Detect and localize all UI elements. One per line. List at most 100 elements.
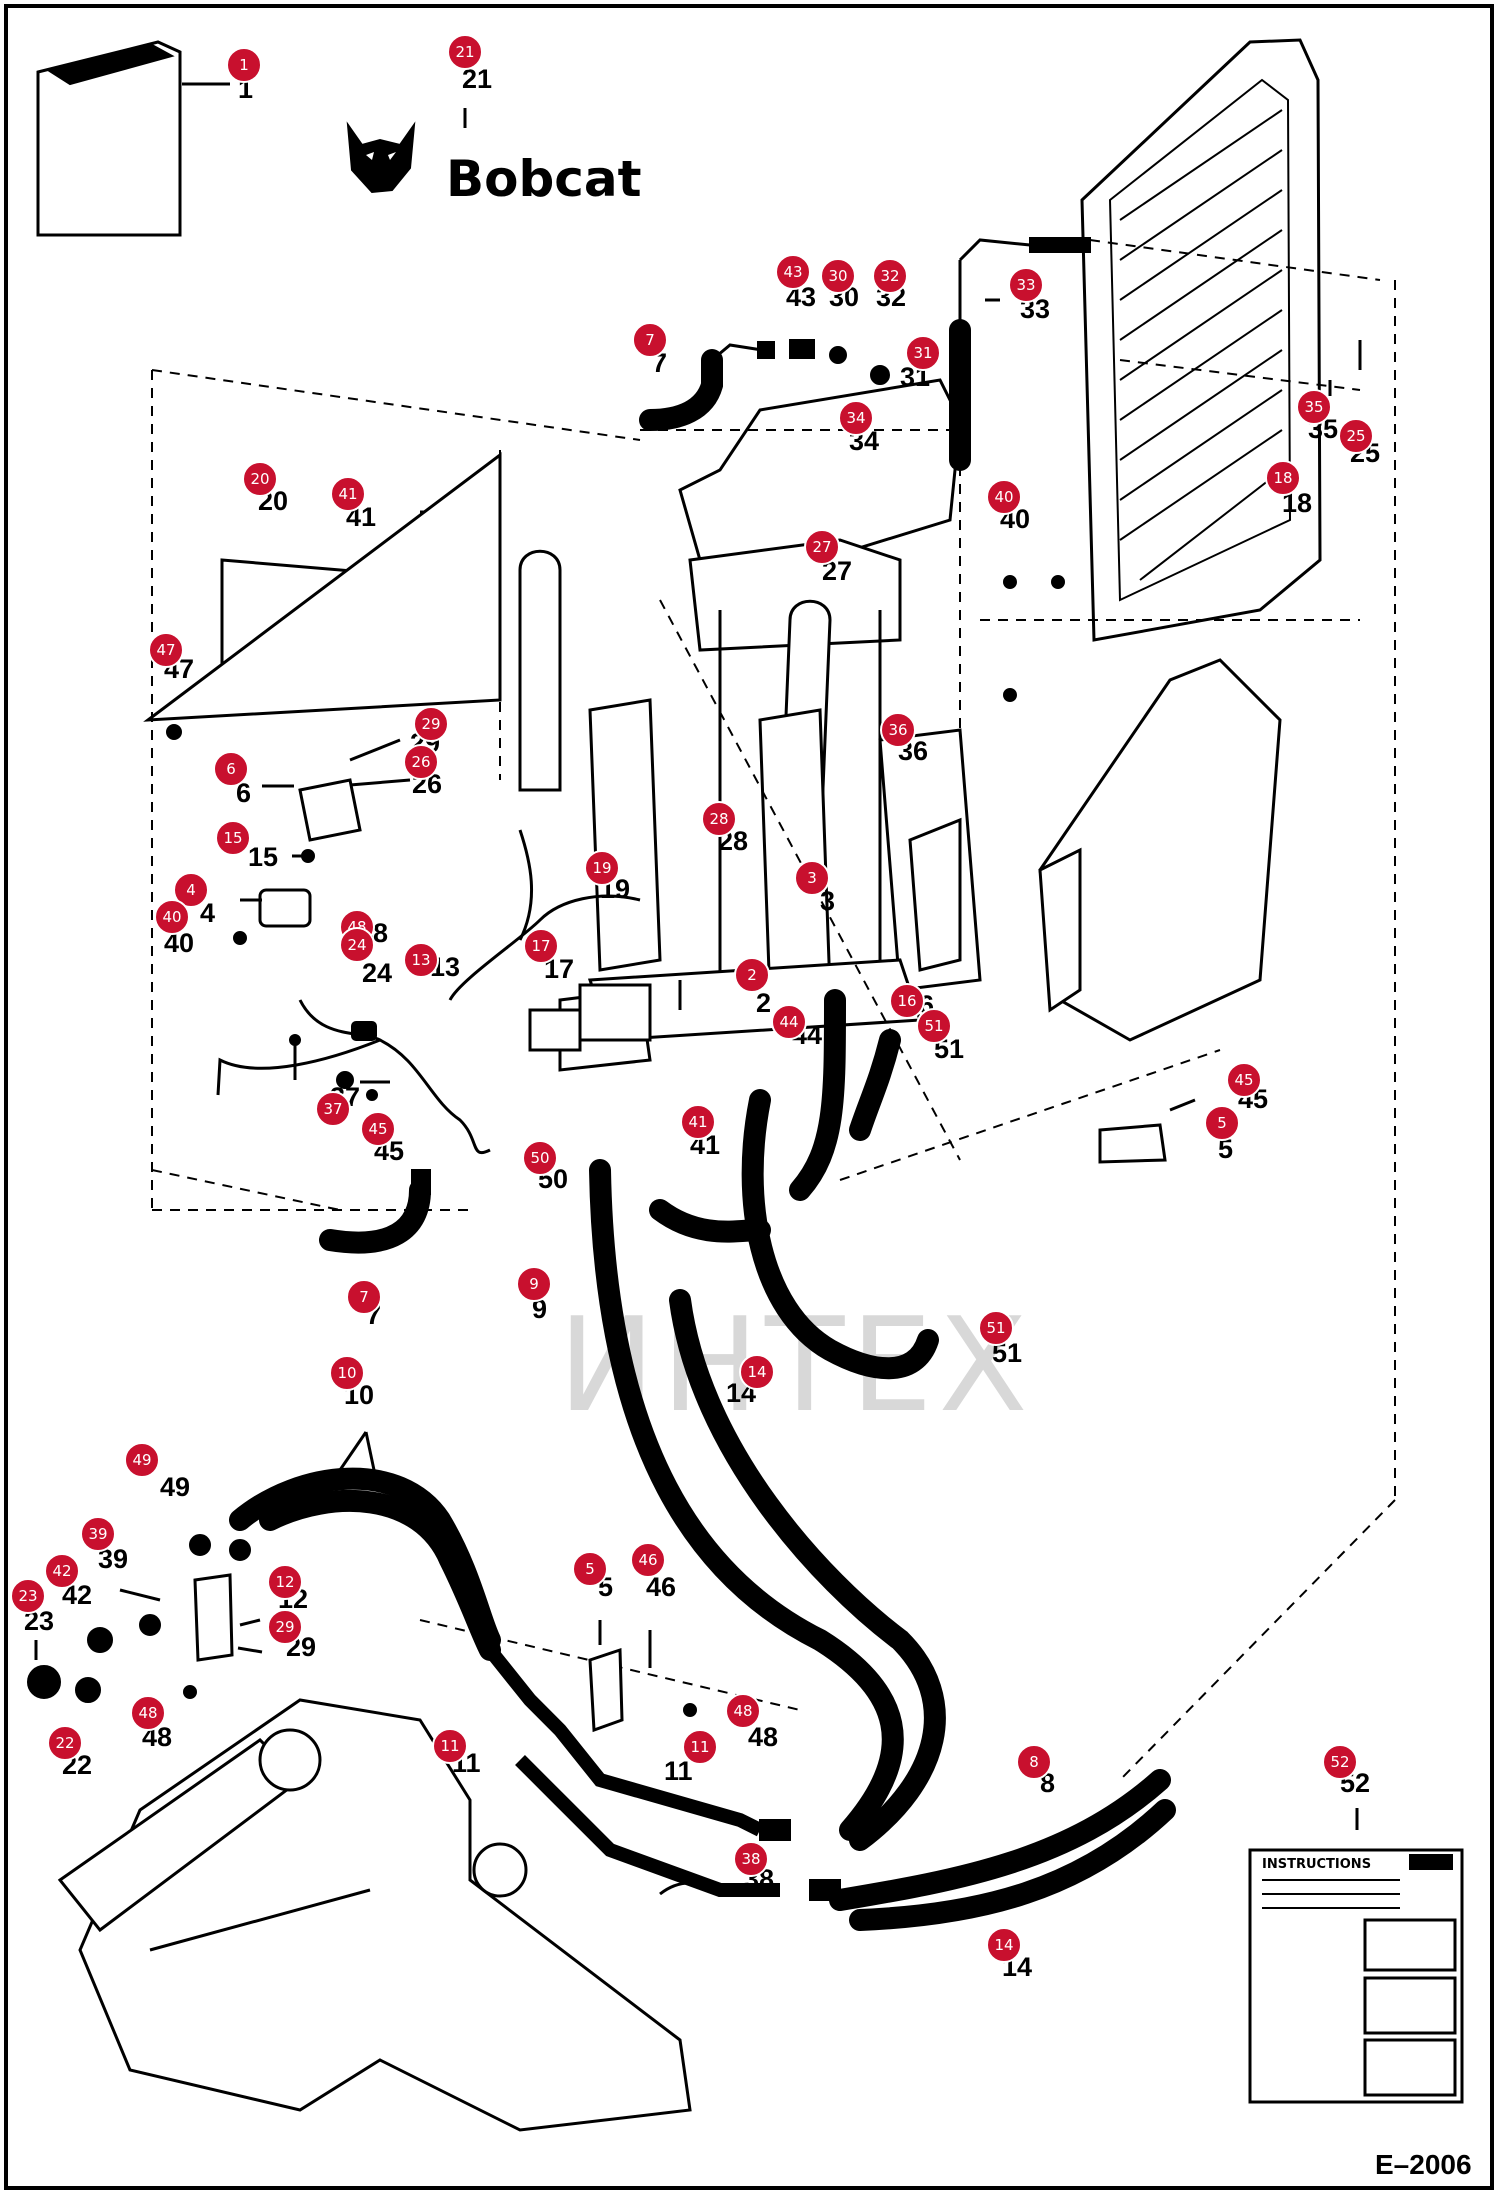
fittings-37-45 — [336, 1071, 390, 1101]
marker-dot — [680, 1104, 716, 1140]
callout-marker-c37[interactable]: 37 — [315, 1091, 351, 1127]
callout-marker-c49[interactable]: 49 — [124, 1442, 160, 1478]
callout-marker-c43[interactable]: 43 — [775, 254, 811, 290]
marker-dot — [154, 899, 190, 935]
callout-number-c6: 6 — [236, 778, 251, 808]
marker-dot — [572, 1551, 608, 1587]
callout-marker-c45a[interactable]: 45 — [1226, 1062, 1262, 1098]
callout-marker-c23[interactable]: 23 — [10, 1578, 46, 1614]
callout-marker-c5b[interactable]: 5 — [572, 1551, 608, 1587]
marker-label: 30 — [828, 267, 847, 285]
callout-marker-c41b[interactable]: 41 — [680, 1104, 716, 1140]
callout-marker-c40a[interactable]: 40 — [986, 479, 1022, 515]
callout-marker-c1[interactable]: 1 — [226, 47, 262, 83]
callout-marker-c17[interactable]: 17 — [523, 928, 559, 964]
callout-marker-c50[interactable]: 50 — [522, 1140, 558, 1176]
callout-marker-c32[interactable]: 32 — [872, 258, 908, 294]
marker-label: 43 — [783, 263, 802, 281]
callout-marker-c15[interactable]: 15 — [215, 820, 251, 856]
callout-marker-c46[interactable]: 46 — [630, 1542, 666, 1578]
callout-marker-c16[interactable]: 16 — [889, 983, 925, 1019]
callout-number-c2: 2 — [756, 988, 771, 1018]
kit-box-illustration — [36, 40, 230, 237]
callout-marker-c34[interactable]: 34 — [838, 400, 874, 436]
marker-label: 23 — [18, 1587, 37, 1605]
marker-dot — [1296, 389, 1332, 425]
wiring-harness — [216, 829, 641, 1155]
callout-marker-c21[interactable]: 21 — [447, 34, 483, 70]
callout-marker-c11a[interactable]: 11 — [432, 1728, 468, 1764]
callout-marker-c12[interactable]: 12 — [267, 1564, 303, 1600]
callout-marker-c11b[interactable]: 11 — [682, 1729, 718, 1765]
marker-dot — [804, 529, 840, 565]
callout-marker-c39[interactable]: 39 — [80, 1516, 116, 1552]
marker-dot — [124, 1442, 160, 1478]
callout-marker-c28[interactable]: 28 — [701, 801, 737, 837]
callout-marker-c44[interactable]: 44 — [771, 1004, 807, 1040]
marker-dot — [339, 927, 375, 963]
marker-label: 14 — [747, 1363, 766, 1381]
callout-marker-c42[interactable]: 42 — [44, 1553, 80, 1589]
callout-marker-c36[interactable]: 36 — [880, 712, 916, 748]
callout-marker-c3[interactable]: 3 — [794, 860, 830, 896]
callout-marker-c5a[interactable]: 5 — [1204, 1105, 1240, 1141]
marker-label: 2 — [747, 966, 757, 984]
callout-marker-c4[interactable]: 4 — [173, 872, 209, 908]
callout-marker-c27[interactable]: 27 — [804, 529, 840, 565]
callout-marker-c48c[interactable]: 48 — [725, 1693, 761, 1729]
callout-marker-c33[interactable]: 33 — [1008, 267, 1044, 303]
callout-marker-c14b[interactable]: 14 — [986, 1927, 1022, 1963]
callout-marker-c20[interactable]: 20 — [242, 461, 278, 497]
callout-number-c11b: 11 — [664, 1756, 693, 1786]
callout-marker-c14a[interactable]: 14 — [739, 1354, 775, 1390]
callout-marker-c51b[interactable]: 51 — [978, 1310, 1014, 1346]
callout-marker-c2[interactable]: 2 — [734, 957, 770, 993]
marker-dot — [403, 744, 439, 780]
callout-marker-c29a[interactable]: 29 — [413, 706, 449, 742]
callout-marker-c35[interactable]: 35 — [1296, 389, 1332, 425]
callout-marker-c51a[interactable]: 51 — [916, 1008, 952, 1044]
callout-marker-c30[interactable]: 30 — [820, 258, 856, 294]
marker-dot — [1338, 418, 1374, 454]
callout-marker-c26[interactable]: 26 — [403, 744, 439, 780]
callout-marker-c41a[interactable]: 41 — [330, 476, 366, 512]
callout-number-c3: 3 — [820, 886, 835, 916]
callout-marker-c13[interactable]: 13 — [403, 942, 439, 978]
marker-dot — [44, 1553, 80, 1589]
marker-label: 50 — [530, 1149, 549, 1167]
marker-label: 13 — [411, 951, 430, 969]
bracket-5-lower — [588, 1620, 697, 1733]
callout-marker-c7a[interactable]: 7 — [632, 322, 668, 358]
callout-marker-c40b[interactable]: 40 — [154, 899, 190, 935]
marker-label: 17 — [531, 937, 550, 955]
marker-dot — [820, 258, 856, 294]
marker-label: 27 — [812, 538, 831, 556]
callout-marker-c38[interactable]: 38 — [733, 1841, 769, 1877]
callout-marker-c18[interactable]: 18 — [1265, 460, 1301, 496]
callout-marker-c19[interactable]: 19 — [584, 850, 620, 886]
callout-marker-c31[interactable]: 31 — [905, 335, 941, 371]
callout-marker-c24[interactable]: 24 — [339, 927, 375, 963]
callout-marker-c45b[interactable]: 45 — [360, 1111, 396, 1147]
callout-marker-c47[interactable]: 47 — [148, 632, 184, 668]
bobcat-head-icon — [346, 121, 416, 194]
coupler-parts-left — [27, 1573, 263, 1703]
callout-marker-c8[interactable]: 8 — [1016, 1744, 1052, 1780]
marker-dot — [584, 850, 620, 886]
brand-name: Bobcat — [446, 150, 642, 208]
callout-marker-c6[interactable]: 6 — [213, 751, 249, 787]
marker-dot — [725, 1693, 761, 1729]
callout-marker-c52[interactable]: 52 — [1322, 1744, 1358, 1780]
marker-label: 36 — [888, 721, 907, 739]
callout-marker-c29b[interactable]: 29 — [267, 1609, 303, 1645]
callout-marker-c9[interactable]: 9 — [516, 1266, 552, 1302]
callout-marker-c7b[interactable]: 7 — [346, 1279, 382, 1315]
callout-marker-c10[interactable]: 10 — [329, 1355, 365, 1391]
marker-label: 28 — [709, 810, 728, 828]
marker-label: 40 — [162, 908, 181, 926]
callout-marker-c48b[interactable]: 48 — [130, 1695, 166, 1731]
callout-marker-c25[interactable]: 25 — [1338, 418, 1374, 454]
marker-label: 51 — [924, 1017, 943, 1035]
marker-dot — [889, 983, 925, 1019]
callout-marker-c22[interactable]: 22 — [47, 1725, 83, 1761]
